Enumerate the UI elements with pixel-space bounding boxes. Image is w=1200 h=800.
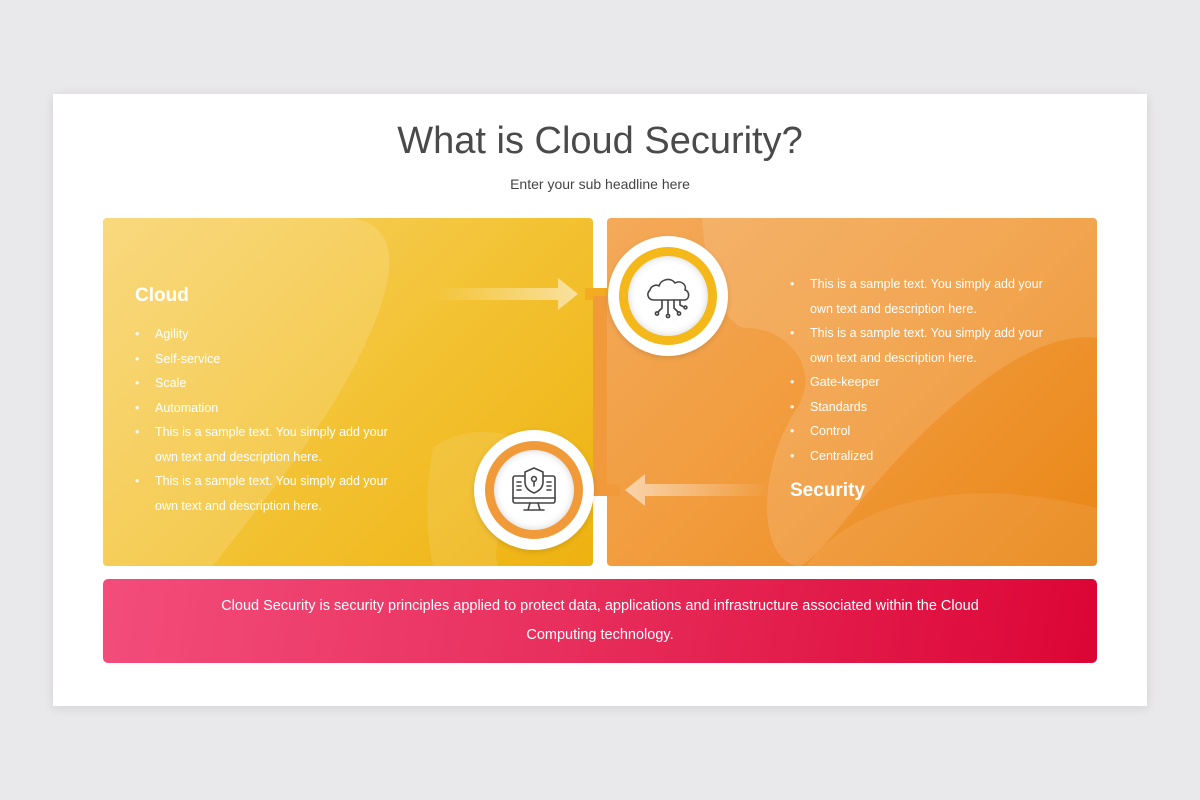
list-item: This is a sample text. You simply add yo…	[135, 469, 405, 518]
list-item: Automation	[135, 396, 405, 421]
list-item: Self-service	[135, 347, 405, 372]
page-subtitle: Enter your sub headline here	[510, 176, 690, 192]
definition-banner: Cloud Security is security principles ap…	[103, 579, 1097, 663]
right-arrow-icon	[433, 278, 578, 310]
monitor-shield-lock-icon	[512, 467, 556, 511]
cloud-bullet-list: Agility Self-service Scale Automation Th…	[135, 322, 405, 518]
list-item: Gate-keeper	[790, 370, 1060, 395]
cloud-network-icon	[647, 278, 690, 319]
list-item: Scale	[135, 371, 405, 396]
list-item: This is a sample text. You simply add yo…	[135, 420, 405, 469]
list-item: Standards	[790, 395, 1060, 420]
list-item: This is a sample text. You simply add yo…	[790, 272, 1060, 321]
cloud-panel: Cloud Agility Self-service Scale Automat…	[103, 218, 593, 566]
security-icon-badge	[474, 430, 594, 550]
cloud-heading: Cloud	[135, 285, 189, 306]
center-connector	[593, 296, 607, 491]
banner-text: Cloud Security is security principles ap…	[221, 598, 979, 643]
security-bullet-list: This is a sample text. You simply add yo…	[790, 272, 1060, 468]
list-item: Centralized	[790, 444, 1060, 469]
security-heading: Security	[790, 480, 865, 501]
cloud-icon-badge	[608, 236, 728, 356]
list-item: Control	[790, 419, 1060, 444]
page-title: What is Cloud Security?	[397, 120, 803, 162]
list-item: This is a sample text. You simply add yo…	[790, 321, 1060, 370]
list-item: Agility	[135, 322, 405, 347]
left-arrow-icon	[625, 474, 770, 506]
